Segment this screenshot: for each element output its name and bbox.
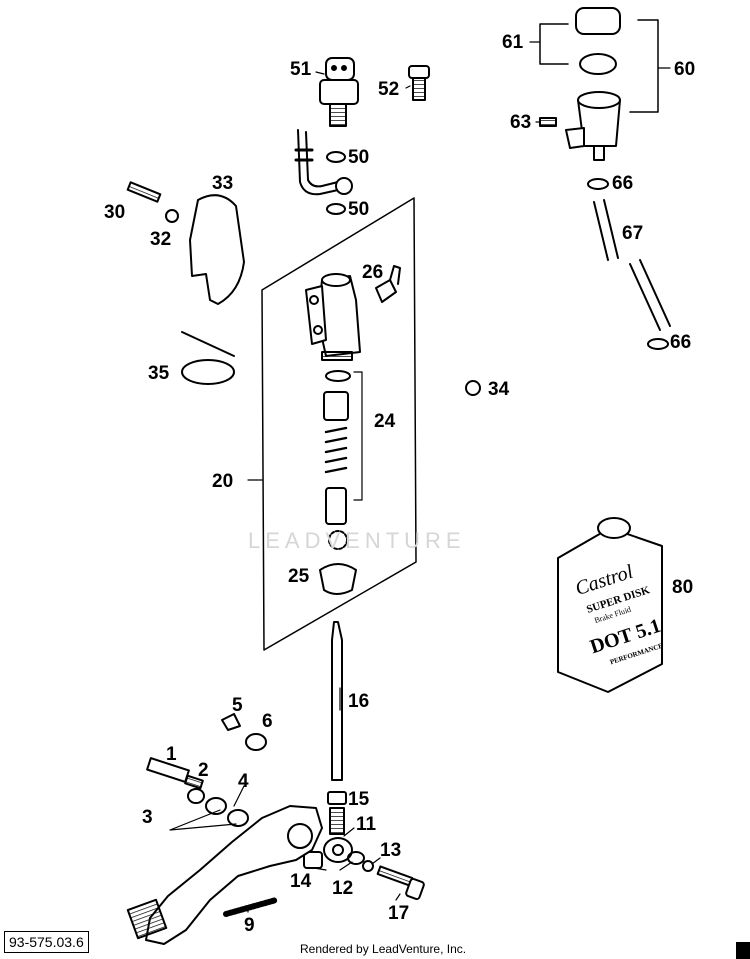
watermark: LEADVENTURE [248, 528, 466, 553]
callout-13: 13 [380, 840, 402, 861]
callout-80: 80 [672, 577, 694, 598]
callout-33: 33 [212, 173, 234, 194]
hose-clamp-lower [647, 338, 669, 350]
bracket-60 [629, 19, 659, 113]
callout-60: 60 [674, 59, 696, 80]
callout-30: 30 [104, 202, 126, 223]
callout-66-lower: 66 [670, 332, 692, 353]
reservoir-hose [593, 199, 619, 261]
callout-6: 6 [262, 711, 273, 732]
hose-clamp-upper [587, 178, 609, 190]
screw [221, 713, 241, 731]
callout-12: 12 [332, 878, 354, 899]
hex-nut [465, 380, 481, 396]
pedal-step [126, 898, 168, 940]
spacer-bush [245, 733, 267, 751]
reservoir [565, 91, 621, 161]
callout-52: 52 [378, 79, 400, 100]
bracket-61 [539, 23, 569, 65]
callout-24: 24 [374, 411, 396, 432]
callout-32: 32 [150, 229, 172, 250]
reservoir-cap [575, 7, 621, 35]
master-cylinder-group-outline [261, 197, 417, 651]
return-spring [324, 426, 348, 474]
callout-67: 67 [622, 223, 644, 244]
callout-26: 26 [362, 262, 384, 283]
callout-5: 5 [232, 695, 243, 716]
push-rod [331, 621, 343, 781]
circlip [328, 530, 348, 550]
callout-63: 63 [510, 112, 532, 133]
reservoir-screw [539, 117, 557, 127]
callout-35: 35 [148, 363, 170, 384]
callout-15: 15 [348, 789, 370, 810]
reservoir-hose-lower [629, 259, 671, 331]
guard-nut [165, 209, 179, 223]
callout-66-upper: 66 [612, 173, 634, 194]
callout-61: 61 [502, 32, 524, 53]
master-cylinder-body [305, 273, 361, 361]
callout-51: 51 [290, 59, 312, 80]
drawing-number: 93-575.03.6 [4, 931, 89, 953]
cylinder-guard [189, 194, 245, 305]
callout-25: 25 [288, 566, 310, 587]
callout-50-upper: 50 [348, 147, 370, 168]
spring-washer [362, 860, 374, 872]
piston [325, 487, 347, 525]
pivot-bolt [376, 865, 425, 901]
rendered-by-credit: Rendered by LeadVenture, Inc. [300, 942, 467, 956]
callout-16: 16 [348, 691, 370, 712]
brake-fluid-can [557, 517, 663, 693]
bushing-upper [205, 797, 227, 815]
bushing-lower [227, 809, 249, 827]
inlet-fitting [375, 265, 401, 303]
brake-light-switch [319, 57, 359, 127]
pedal-pivot-bolt [146, 757, 204, 790]
washer [347, 851, 365, 865]
brake-pedal [145, 805, 323, 945]
nut [303, 851, 323, 869]
sealing-washer-lower [326, 203, 346, 215]
callout-34: 34 [488, 379, 510, 400]
callout-4: 4 [238, 771, 249, 792]
corner-mark [736, 942, 750, 959]
callout-2: 2 [198, 760, 209, 781]
dust-boot [319, 563, 357, 595]
callout-50-lower: 50 [348, 199, 370, 220]
callout-20: 20 [212, 471, 234, 492]
sealing-washer-upper [326, 151, 346, 163]
callout-9: 9 [244, 915, 255, 936]
guard-bolt [126, 181, 162, 203]
pivot-washer [187, 788, 205, 804]
callout-3: 3 [142, 807, 153, 828]
piston-sleeve [323, 391, 349, 421]
lock-nut [327, 791, 347, 805]
hose-fitting [294, 129, 353, 196]
banjo-bolt [408, 65, 430, 101]
clevis [323, 807, 353, 863]
callout-1: 1 [166, 744, 177, 765]
reservoir-diaphragm [579, 53, 617, 75]
callout-11: 11 [356, 814, 377, 835]
return-spring-pedal [223, 897, 279, 917]
cable-tie [181, 331, 235, 385]
callout-17: 17 [388, 903, 410, 924]
o-ring [325, 370, 351, 382]
callout-14: 14 [290, 871, 312, 892]
